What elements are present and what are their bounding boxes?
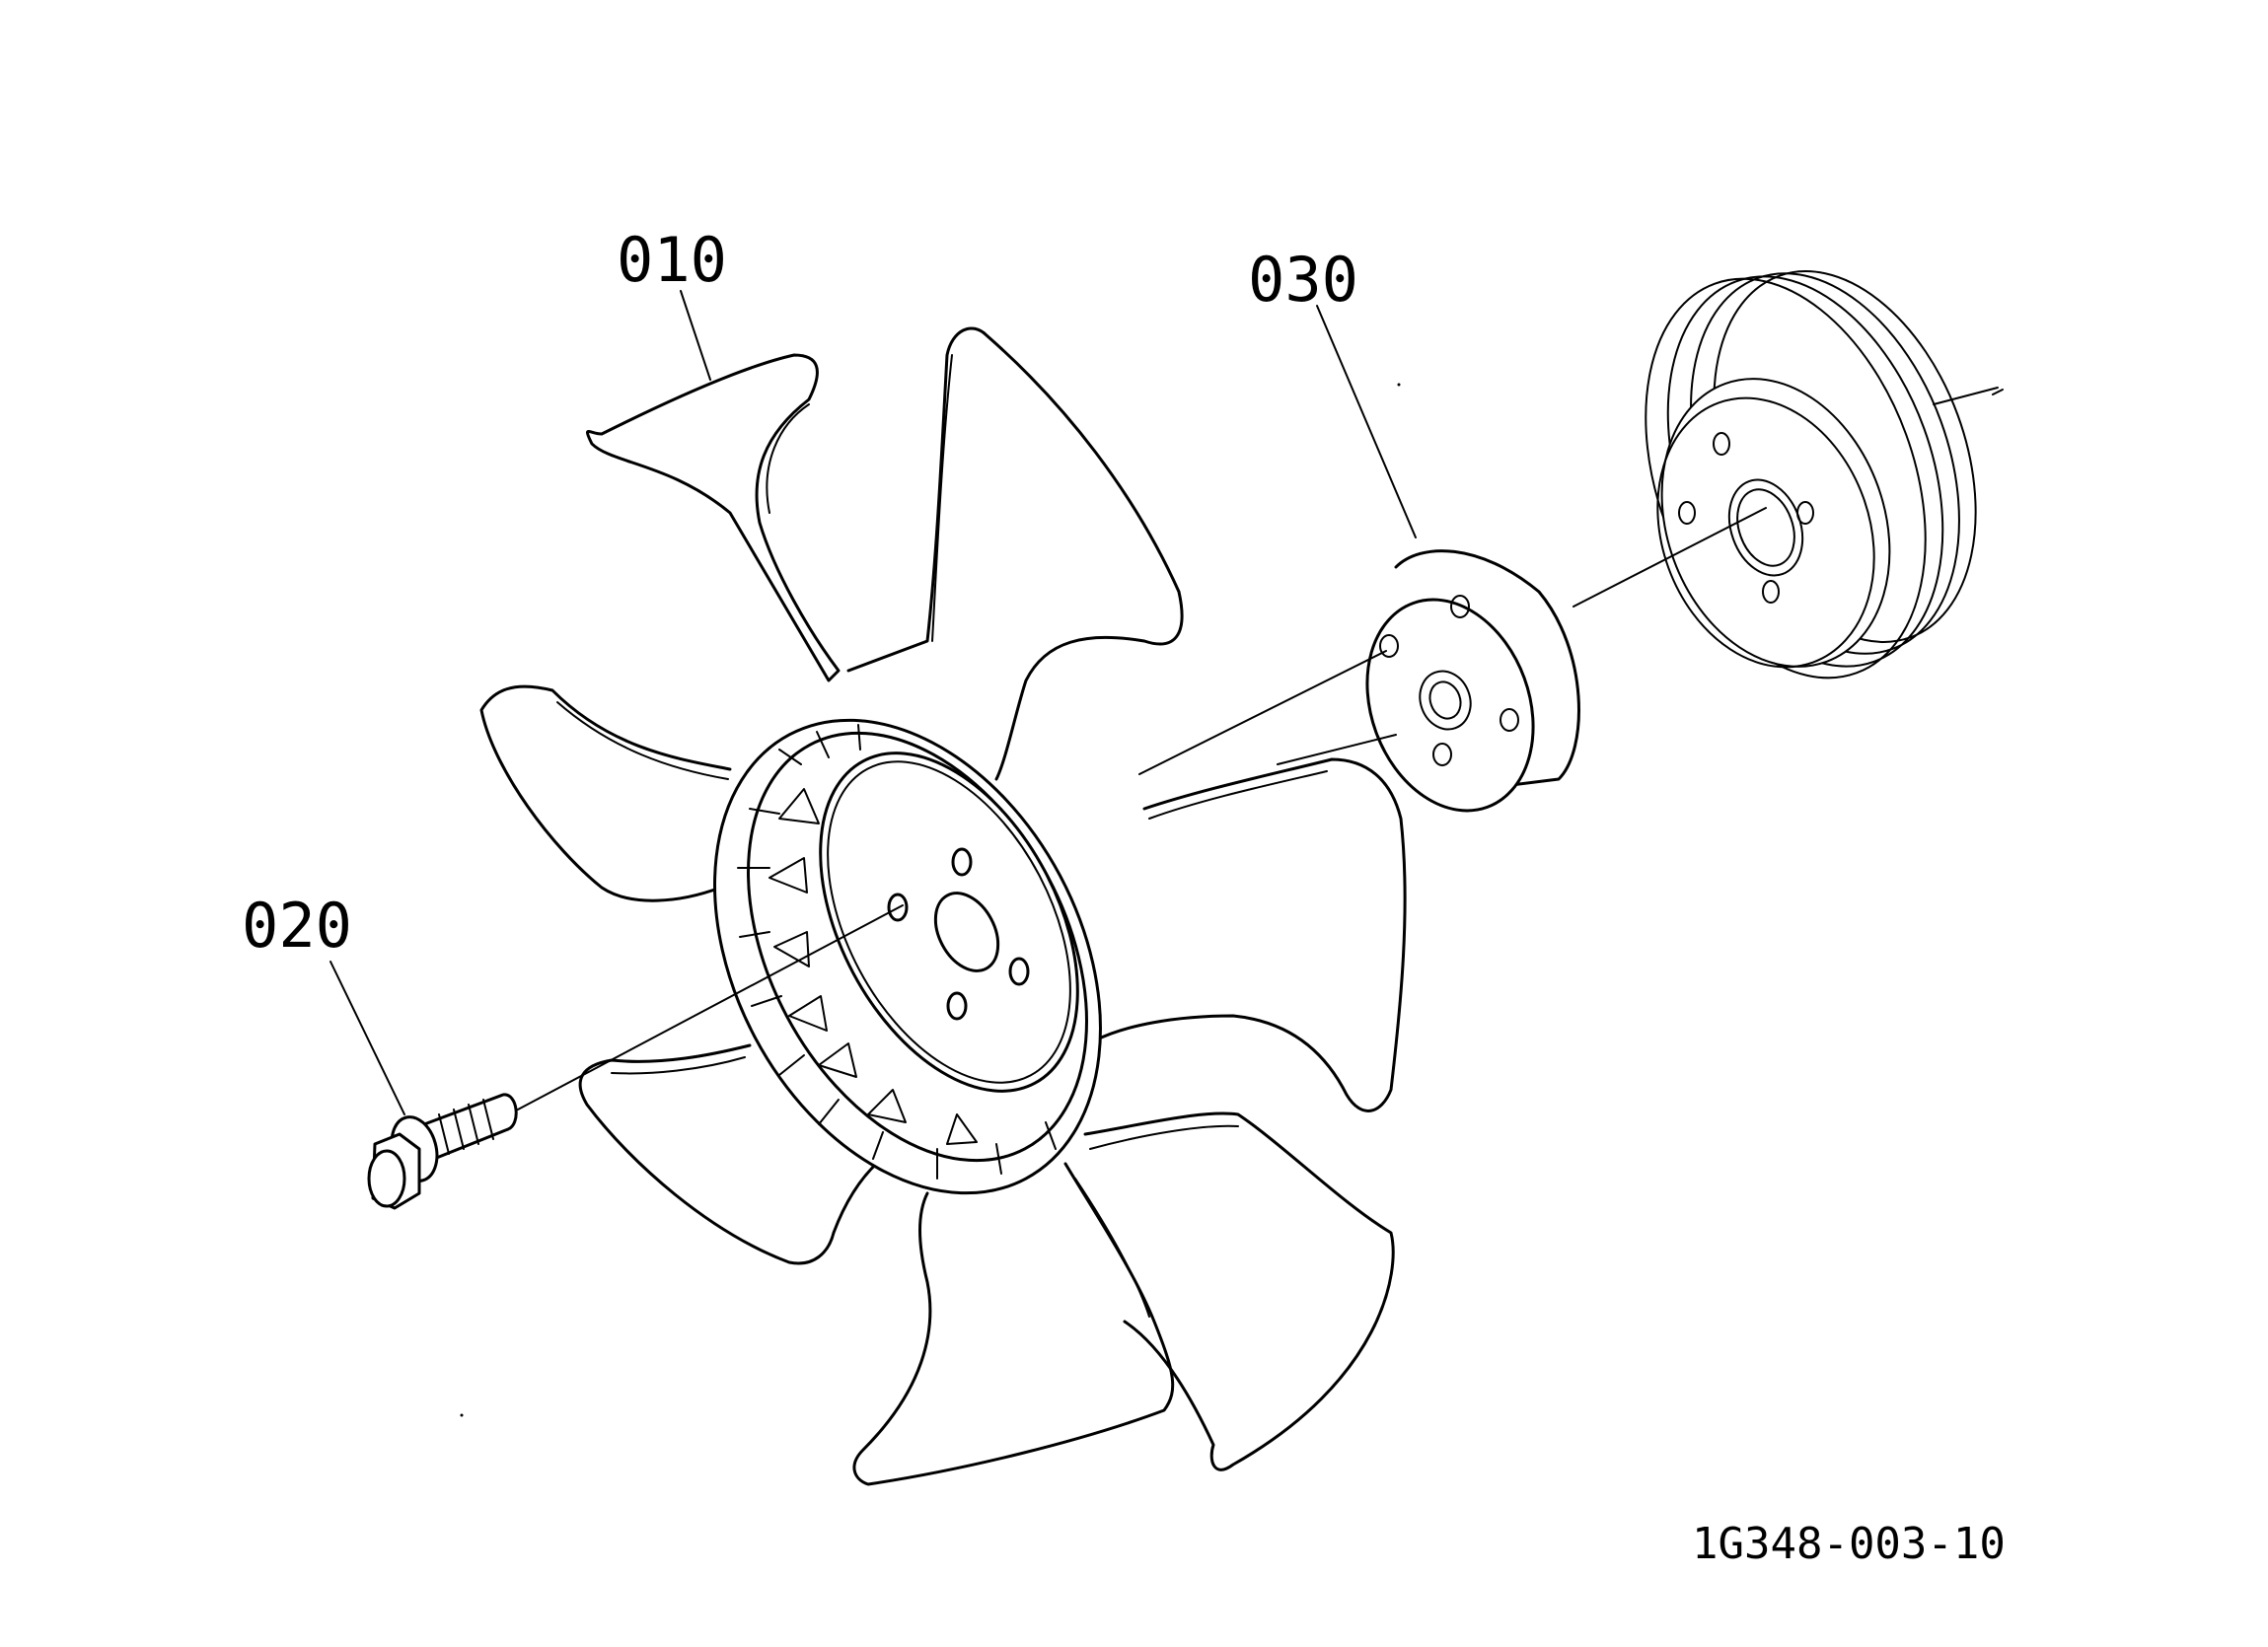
fan-bolt-hole: [951, 847, 973, 877]
pulley-icon: [1645, 270, 2004, 680]
leader-010: [680, 290, 711, 381]
fan-blade-4: [1093, 757, 1407, 1112]
fan-bolt-hole: [946, 991, 968, 1021]
fan-blade-1: [586, 353, 841, 682]
fan-center-hole: [933, 892, 1000, 972]
spacer-face: [1365, 598, 1535, 813]
drawing-code: 1G348-003-10: [1692, 1519, 2006, 1569]
fan-hub-face: [819, 752, 1079, 1093]
center-lines: [517, 387, 1999, 1110]
leader-030: [1316, 305, 1417, 538]
fan-blade-3: [479, 684, 732, 902]
spacer-icon[interactable]: [1339, 549, 1580, 834]
bolt-shank: [422, 1093, 518, 1161]
callout-030: 030: [1248, 244, 1358, 316]
leader-020: [329, 961, 405, 1115]
fan-blade-6: [852, 1162, 1175, 1486]
fan-bolt-hole: [1008, 957, 1030, 986]
callout-010: 010: [617, 224, 727, 296]
bolt-icon[interactable]: [367, 1093, 518, 1210]
fan-blade-7: [578, 1043, 890, 1265]
scan-speck: [460, 1413, 464, 1417]
fan-ring-spokes: [737, 724, 1057, 1180]
fan-blade-icon[interactable]: [479, 326, 1407, 1486]
scan-speck: [1397, 383, 1401, 387]
callout-020: 020: [242, 890, 352, 962]
fan-blade-2: [846, 326, 1184, 781]
pulley-face: [1660, 378, 1891, 668]
fan-blade-5: [1083, 1111, 1395, 1471]
leader-lines: [329, 290, 1417, 1115]
fan-bolt-hole: [887, 893, 909, 922]
